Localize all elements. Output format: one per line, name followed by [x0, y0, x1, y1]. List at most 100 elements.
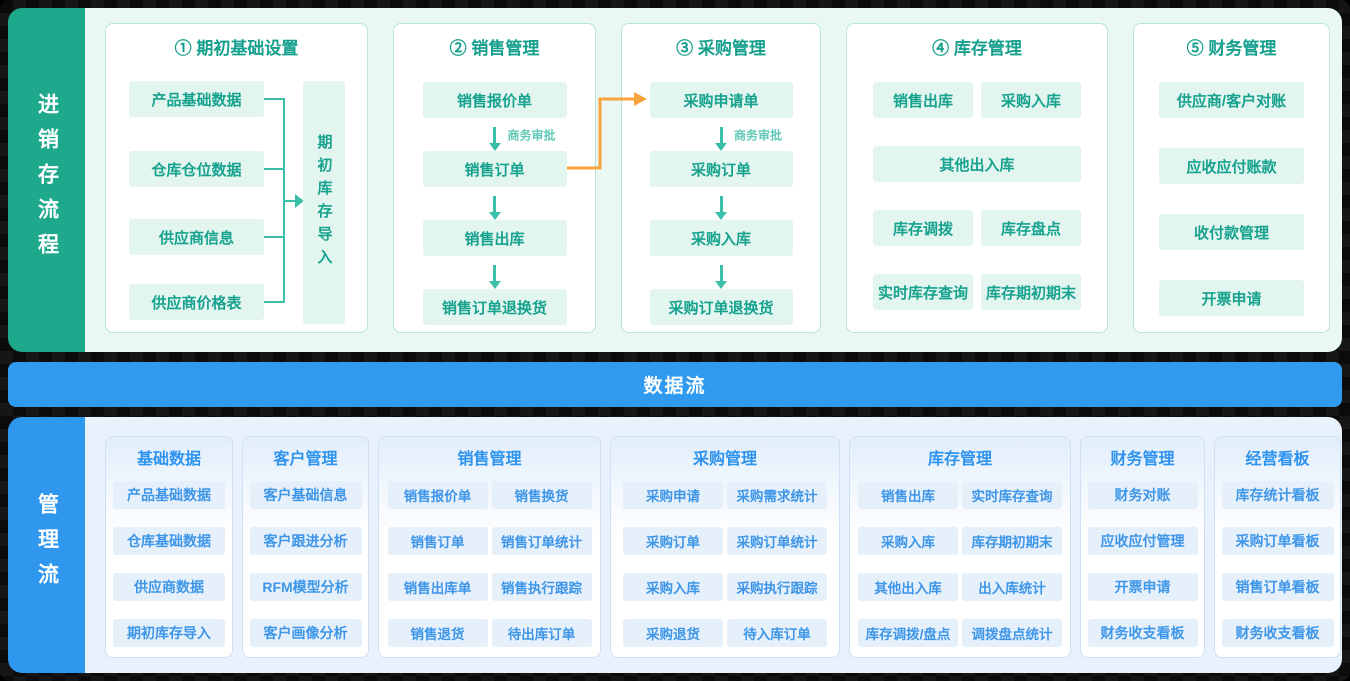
panel-customer-title: 客户管理 — [273, 451, 338, 468]
list-item: 产品基础数据 — [113, 481, 225, 509]
panel-items: 产品基础数据 仓库基础数据 供应商数据 期初库存导入 — [106, 481, 232, 647]
sales-step-outbound: 销售出库 — [422, 220, 567, 256]
panel-items: 销售报价单 销售换货 销售订单 销售订单统计 销售出库单 销售执行跟踪 销售退货… — [379, 481, 600, 647]
list-item: 客户基础信息 — [249, 481, 362, 509]
management-section-content: 基础数据 产品基础数据 仓库基础数据 供应商数据 期初库存导入 客户管理 客户基… — [85, 417, 1342, 673]
panel-inventory-bottom-title: 库存管理 — [927, 451, 992, 468]
list-item: 仓库基础数据 — [113, 527, 225, 555]
arrow-down-icon — [719, 195, 723, 212]
management-section-side-label: 管理流 — [8, 417, 85, 673]
panel-finance-bottom-title: 财务管理 — [1110, 451, 1175, 468]
list-item: 采购退货 — [623, 619, 723, 647]
list-item: 销售订单 — [387, 527, 488, 555]
finance-item-reconciliation: 供应商/客户对账 — [1159, 82, 1304, 118]
inventory-item-stocktake: 库存盘点 — [981, 210, 1081, 246]
panel-items: 采购申请 采购需求统计 采购订单 采购订单统计 采购入库 采购执行跟踪 采购退货… — [611, 481, 839, 647]
panel-initial-setup-title: ① 期初基础设置 — [174, 39, 299, 58]
connector-line — [264, 301, 284, 303]
list-item: 待入库订单 — [727, 619, 827, 647]
list-item: RFM模型分析 — [249, 573, 362, 601]
arrow-down-icon — [719, 264, 723, 281]
sales-step-return-exchange: 销售订单退换货 — [422, 289, 567, 325]
flow-process-section: 进销存流程 ① 期初基础设置 产品基础数据 仓库仓位数据 供应商信息 供应商价格… — [8, 8, 1342, 352]
finance-item-invoice-request: 开票申请 — [1159, 280, 1304, 316]
finance-list: 供应商/客户对账 应收应付账款 收付款管理 开票申请 — [1134, 82, 1329, 316]
list-item: 财务收支看板 — [1221, 619, 1334, 647]
sales-step-quote: 销售报价单 — [422, 82, 567, 118]
flow-gap: 商务审批 — [622, 118, 820, 151]
inventory-item-realtime-query: 实时库存查询 — [873, 274, 973, 310]
list-item: 采购需求统计 — [727, 481, 827, 509]
list-item: 采购入库 — [858, 527, 958, 555]
list-item: 财务收支看板 — [1087, 619, 1198, 647]
item-row: 销售出库单 销售执行跟踪 — [387, 573, 592, 601]
list-item: 期初库存导入 — [113, 619, 225, 647]
inventory-row: 销售出库 采购入库 — [873, 82, 1081, 118]
finance-item-receivable-payable: 应收应付账款 — [1159, 148, 1304, 184]
inventory-item-purchase-inbound: 采购入库 — [981, 82, 1081, 118]
list-item: 销售执行跟踪 — [491, 573, 592, 601]
connector-line — [264, 236, 284, 238]
sales-step-order: 销售订单 — [422, 151, 567, 187]
connector-line — [264, 98, 284, 100]
purchase-flow: 采购申请单 商务审批 采购订单 采购入库 采购订单退换货 — [622, 82, 820, 325]
panel-inventory-management: ④ 库存管理 销售出库 采购入库 其他出入库 库存调拨 库存盘点 实时库存查询 — [846, 23, 1108, 333]
connector-line — [264, 168, 284, 170]
setup-item-supplier-info: 供应商信息 — [129, 219, 264, 255]
list-item: 销售退货 — [387, 619, 488, 647]
item-row: 采购入库 库存期初期末 — [858, 527, 1062, 555]
list-item: 采购订单 — [623, 527, 723, 555]
panel-dashboard-title: 经营看板 — [1245, 451, 1310, 468]
sales-flow: 销售报价单 商务审批 销售订单 销售出库 销售订单退换货 — [394, 82, 595, 325]
purchase-step-request: 采购申请单 — [649, 82, 793, 118]
inventory-item-transfer: 库存调拨 — [873, 210, 973, 246]
panel-inventory-mgmt-bottom: 库存管理 销售出库 实时库存查询 采购入库 库存期初期末 其他出入库 出入库统计 — [849, 436, 1071, 658]
inventory-row: 实时库存查询 库存期初期末 — [873, 274, 1081, 310]
item-row: 销售退货 待出库订单 — [387, 619, 592, 647]
panel-sales-mgmt-bottom: 销售管理 销售报价单 销售换货 销售订单 销售订单统计 销售出库单 销售执行跟踪 — [378, 436, 601, 658]
inventory-row: 库存调拨 库存盘点 — [873, 210, 1081, 246]
list-item: 销售出库单 — [387, 573, 488, 601]
list-item: 财务对账 — [1087, 481, 1198, 509]
item-row: 采购申请 采购需求统计 — [623, 481, 827, 509]
item-row: 采购入库 采购执行跟踪 — [623, 573, 827, 601]
list-item: 销售报价单 — [387, 481, 488, 509]
list-item: 供应商数据 — [113, 573, 225, 601]
approval-label: 商务审批 — [507, 128, 556, 142]
data-flow-bar: 数据流 — [8, 362, 1342, 407]
arrow-down-icon — [493, 264, 496, 281]
panel-items: 库存统计看板 采购订单看板 销售订单看板 财务收支看板 — [1215, 481, 1340, 647]
list-item: 采购入库 — [623, 573, 723, 601]
panel-sales-management: ② 销售管理 销售报价单 商务审批 销售订单 销售出库 销售订单退换 — [393, 23, 596, 333]
panel-base-data: 基础数据 产品基础数据 仓库基础数据 供应商数据 期初库存导入 — [105, 436, 233, 658]
panel-finance-mgmt-bottom: 财务管理 财务对账 应收应付管理 开票申请 财务收支看板 — [1080, 436, 1205, 658]
list-item: 销售出库 — [858, 481, 958, 509]
list-item: 出入库统计 — [962, 573, 1062, 601]
inventory-grid: 销售出库 采购入库 其他出入库 库存调拨 库存盘点 实时库存查询 库存期初期末 — [847, 82, 1107, 310]
list-item: 库存调拨/盘点 — [858, 619, 958, 647]
setup-item-product-base-data: 产品基础数据 — [129, 81, 264, 117]
item-row: 其他出入库 出入库统计 — [858, 573, 1062, 601]
flow-gap — [622, 256, 820, 289]
panel-finance-management: ⑤ 财务管理 供应商/客户对账 应收应付账款 收付款管理 开票申请 — [1133, 23, 1330, 333]
panel-customer-management: 客户管理 客户基础信息 客户跟进分析 RFM模型分析 客户画像分析 — [242, 436, 369, 658]
item-row: 库存调拨/盘点 调拨盘点统计 — [858, 619, 1062, 647]
list-item: 采购订单统计 — [727, 527, 827, 555]
purchase-step-order: 采购订单 — [649, 151, 793, 187]
arrow-down-icon — [493, 126, 496, 143]
arrow-right-icon — [283, 194, 304, 208]
setup-initial-inventory-import: 期初库存导入 — [303, 81, 345, 324]
list-item: 销售换货 — [491, 481, 592, 509]
panel-sales-title: ② 销售管理 — [449, 39, 540, 58]
list-item: 采购订单看板 — [1221, 527, 1334, 555]
item-row: 销售报价单 销售换货 — [387, 481, 592, 509]
flow-section-side-label: 进销存流程 — [8, 8, 85, 352]
item-row: 采购退货 待入库订单 — [623, 619, 827, 647]
management-flow-section: 管理流 基础数据 产品基础数据 仓库基础数据 供应商数据 期初库存导入 客户管理… — [8, 417, 1342, 673]
list-item: 库存期初期末 — [962, 527, 1062, 555]
list-item: 调拨盘点统计 — [962, 619, 1062, 647]
panel-finance-title: ⑤ 财务管理 — [1186, 39, 1277, 58]
list-item: 实时库存查询 — [962, 481, 1062, 509]
inventory-item-other-in-out: 其他出入库 — [873, 146, 1081, 182]
